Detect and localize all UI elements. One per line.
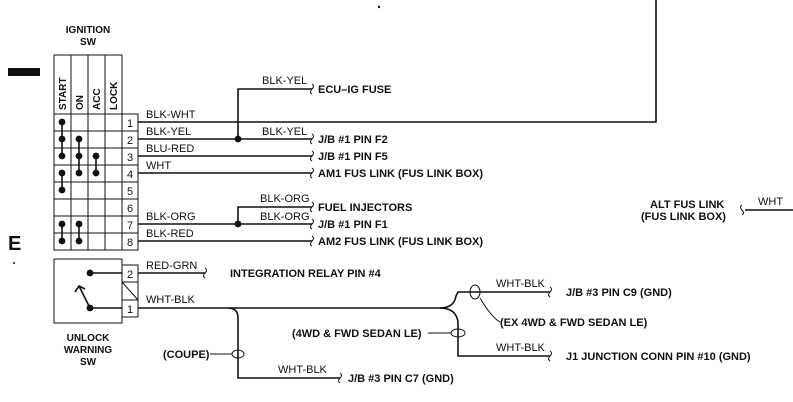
unlock-pin-1: 1 (127, 304, 133, 316)
wire-pin2-right-label: BLK-YEL (262, 126, 307, 138)
dest-am1: AM1 FUS LINK (FUS LINK BOX) (318, 168, 483, 180)
position-start: START (58, 77, 69, 110)
wire-pin2-branch-label: BLK-YEL (262, 75, 307, 87)
wire-gnd-c9-label: WHT-BLK (496, 278, 546, 290)
wire-unlock-pin1-label: WHT-BLK (146, 294, 196, 306)
wire-unlock-pin2-label: RED-GRN (146, 260, 197, 272)
wire-pin4-label: WHT (146, 160, 171, 172)
ign-pin-6: 6 (127, 203, 133, 215)
note-coupe: (COUPE) (163, 349, 210, 361)
dest-alt-fus-link-1: ALT FUS LINK (650, 199, 724, 211)
unlock-wiring: RED-GRN INTEGRATION RELAY PIN #4 WHT-BLK… (138, 260, 751, 385)
ign-pin-1: 1 (127, 118, 133, 130)
wire-pin7-right-label: BLK-ORG (260, 211, 310, 223)
switch-contacts (58, 118, 100, 245)
dest-alt-fus-link-2: (FUS LINK BOX) (641, 211, 726, 223)
note-ex-4wd: (EX 4WD & FWD SEDAN LE) (500, 317, 648, 329)
wire-alt-label: WHT (758, 196, 783, 208)
dest-jb-f5: J/B #1 PIN F5 (318, 151, 388, 163)
ignition-title-1: IGNITION (66, 25, 110, 36)
alt-fus-link: ALT FUS LINK (FUS LINK BOX) WHT (641, 196, 793, 223)
ign-pin-3: 3 (127, 152, 133, 164)
ignition-switch: IGNITION SW START ON ACC LOCK 1 2 3 4 5 … (53, 25, 139, 251)
unlock-pin-2: 2 (127, 269, 133, 281)
page-dot (377, 5, 381, 9)
ign-pin-8: 8 (127, 237, 133, 249)
dest-j1-junction: J1 JUNCTION CONN PIN #10 (GND) (566, 351, 751, 363)
ignition-title-2: SW (80, 37, 97, 48)
wire-pin3-label: BLU-RED (146, 143, 194, 155)
dest-jb3-c9: J/B #3 PIN C9 (GND) (566, 287, 672, 299)
wire-pin7-label: BLK-ORG (146, 211, 196, 223)
left-marker-e: E (8, 233, 21, 255)
unlock-title-1: UNLOCK (67, 333, 111, 344)
ign-pin-2: 2 (127, 135, 133, 147)
page-dot (13, 262, 15, 264)
unlock-title-3: SW (80, 357, 97, 368)
dest-jb3-c7: J/B #3 PIN C7 (GND) (348, 373, 454, 385)
ign-pin-4: 4 (127, 169, 133, 181)
ignition-wiring: BLK-WHT BLK-YEL BLK-YEL BLK-YEL BLU-RED … (138, 0, 657, 248)
left-edge-marker-bar (8, 68, 40, 76)
position-on: ON (75, 95, 86, 110)
unlock-title-2: WARNING (64, 345, 113, 356)
dest-jb-f1: J/B #1 PIN F1 (318, 219, 388, 231)
note-4wd-fwd-sedan: (4WD & FWD SEDAN LE) (292, 328, 422, 340)
wire-gnd-j1-label: WHT-BLK (496, 342, 546, 354)
dest-jb-f2: J/B #1 PIN F2 (318, 134, 388, 146)
dest-am2: AM2 FUS LINK (FUS LINK BOX) (318, 236, 483, 248)
dest-ecu-ig-fuse: ECU–IG FUSE (318, 84, 391, 96)
dest-integration-relay: INTEGRATION RELAY PIN #4 (230, 268, 382, 280)
unlock-warning-switch: 2 1 UNLOCK WARNING SW (53, 258, 139, 368)
wire-gnd-c7-label: WHT-BLK (278, 364, 328, 376)
position-acc: ACC (92, 88, 103, 110)
wire-pin6-branch-label: BLK-ORG (260, 193, 310, 205)
wire-pin2-label: BLK-YEL (146, 126, 191, 138)
wire-pin8-label: BLK-RED (146, 228, 194, 240)
ign-pin-7: 7 (127, 220, 133, 232)
position-lock: LOCK (109, 81, 120, 110)
wire-pin1-label: BLK-WHT (146, 109, 196, 121)
ign-pin-5: 5 (127, 186, 133, 198)
dest-fuel-injectors: FUEL INJECTORS (318, 202, 412, 214)
